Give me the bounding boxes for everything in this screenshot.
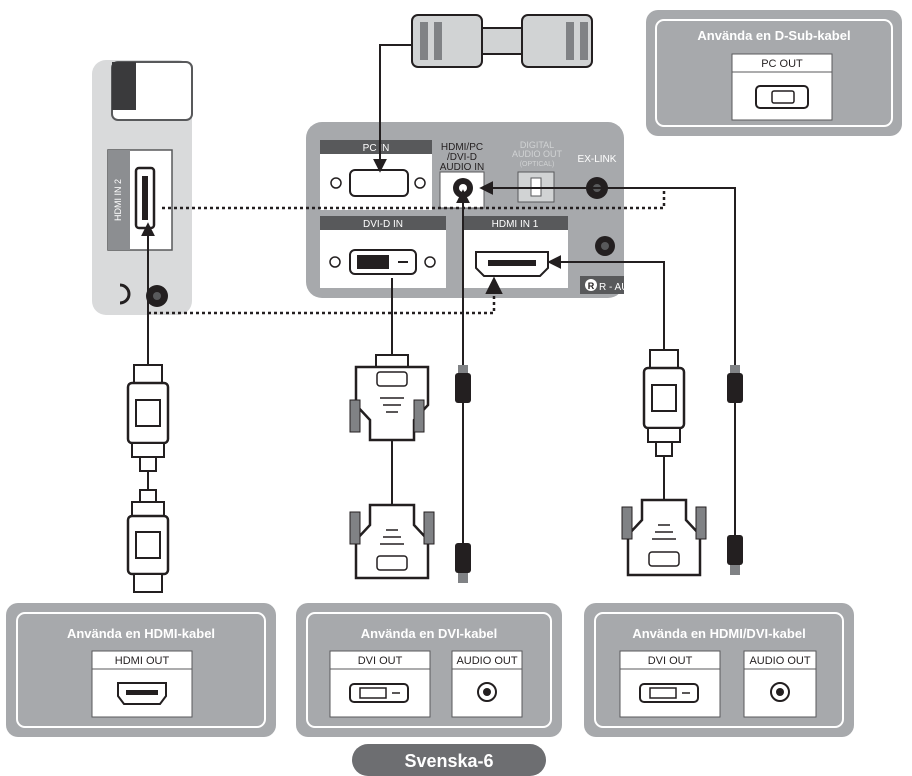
connection-lines [141,44,736,365]
r-audio-label: R - AUD [599,282,636,293]
dsub-box: Använda en D-Sub-kabel PC OUT [646,10,902,136]
dsub-port-label: PC OUT [761,58,803,70]
hdmi-pc-audio-line1: HDMI/PC [441,142,483,153]
dsub-connector-top [411,14,593,68]
dotted-hdmi-2 [148,276,503,315]
dsub-line [373,44,412,173]
hdmi-out-label: HDMI OUT [115,655,170,667]
pc-in-label: PC IN [363,143,390,154]
hdmi-plug-upper [126,364,170,472]
comp-label: COMP [158,71,173,110]
page-footer: Svenska-6 [352,744,546,776]
pc-out-port [755,85,809,109]
ex-link-label: EX-LINK [578,154,617,165]
dvi-d-in-label: DVI-D IN [363,219,403,230]
hdmi-pc-audio-line3: AUDIO IN [440,162,484,173]
pc-in-port [349,169,409,197]
hdmi-plug-lower [126,489,170,593]
hdmidvi-dvi-out-label: DVI OUT [648,655,693,667]
audio-plug-right [727,365,743,575]
hdmidvi-line [547,255,665,350]
digital-audio-line2: AUDIO OUT [512,149,563,159]
tv-panel: PC IN HDMI/PC /DVI-D AUDIO IN DIGITAL AU… [306,122,636,298]
dvi-box: Använda en DVI-kabel DVI OUT AUDIO OUT [296,603,562,737]
dvi-out-label: DVI OUT [358,655,403,667]
hdmidvi-audio-out-label: AUDIO OUT [749,655,810,667]
hdmidvi-box: Använda en HDMI/DVI-kabel DVI OUT AUDIO … [584,603,854,737]
hdmidvi-box-title: Använda en HDMI/DVI-kabel [632,626,805,641]
dvi-plug-lower [349,503,435,580]
side-panel: COMP HDMI IN 2 [92,60,193,315]
dvi-box-title: Använda en DVI-kabel [361,626,498,641]
dsub-title: Använda en D-Sub-kabel [697,28,850,43]
page-label: Svenska-6 [404,751,493,771]
r-glyph: R [588,281,595,291]
hdmi-box: Använda en HDMI-kabel HDMI OUT [6,603,276,737]
digital-audio-line1: DIGITAL [520,140,554,150]
hdmi-in-2-label: HDMI IN 2 [113,179,123,221]
hdmi-in-1-label: HDMI IN 1 [492,219,539,230]
audio-right-line [479,181,736,365]
hdmi-pc-audio-line2: /DVI-D [447,152,477,163]
hdmi-box-title: Använda en HDMI-kabel [67,626,215,641]
digital-audio-line3: (OPTICAL) [520,161,555,168]
audio-plug-mid [455,365,471,583]
dvi-audio-out-label: AUDIO OUT [456,655,517,667]
hdmi-plug-right [642,349,686,457]
dvi-plug-upper [349,354,430,442]
dvi-plug-right [621,498,707,577]
